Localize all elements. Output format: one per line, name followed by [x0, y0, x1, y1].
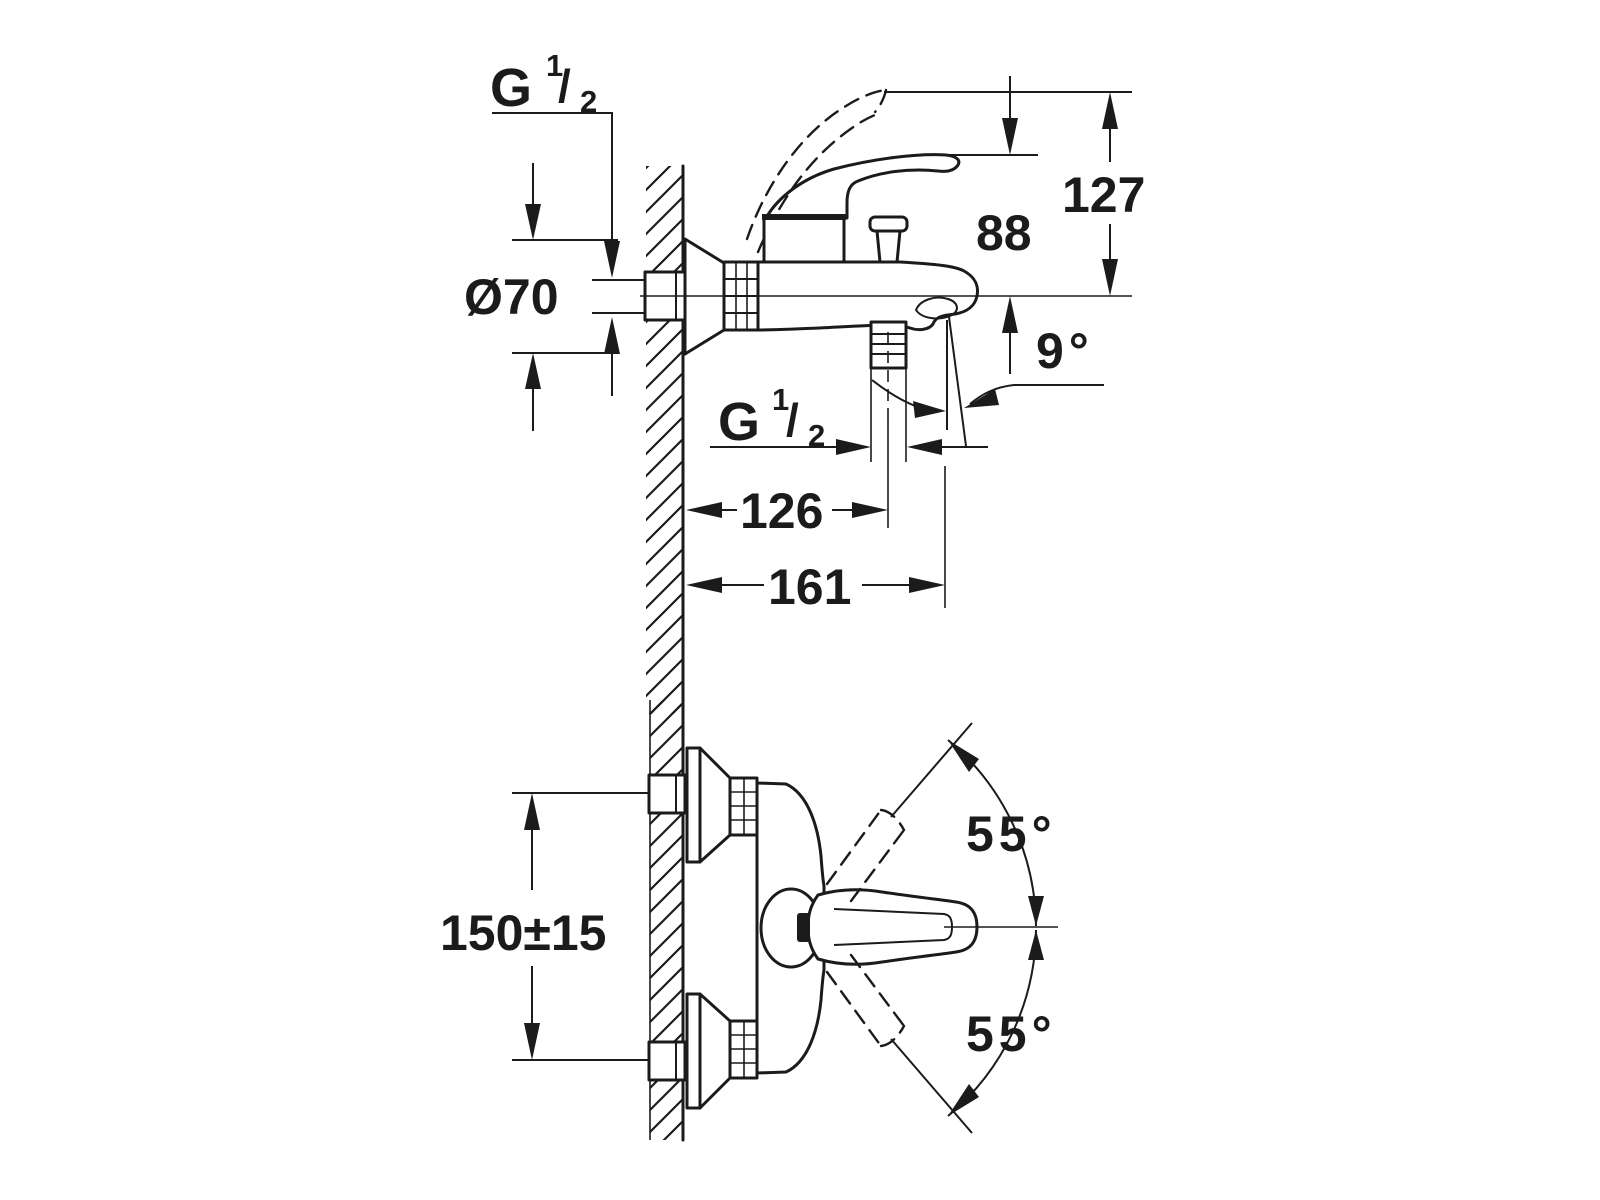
dim-depths: 126 161 — [686, 466, 946, 615]
dim-55up-label: 55° — [966, 806, 1057, 862]
dim-swing-up: 55° — [890, 722, 1057, 927]
spout-mouth — [914, 296, 958, 320]
dim-127-label: 127 — [1062, 167, 1145, 223]
g-half-hose-sub: 2 — [808, 418, 825, 453]
g-half-wall-sup: 1 — [546, 48, 563, 83]
dim-swing-down: 55° — [890, 929, 1057, 1134]
dim-9deg-label: 9° — [1036, 323, 1094, 379]
g-half-wall-label: G — [490, 58, 532, 118]
dim-spout-angle: 9° — [871, 316, 1104, 447]
dim-inlet-spacing: 150±15 — [440, 793, 606, 1060]
g-half-hose-slash: / — [786, 394, 799, 446]
plan-view: 55° 55° 150±15 — [440, 698, 1058, 1142]
escutcheon-top-plan — [698, 746, 732, 864]
side-view: G 1 / 2 Ø70 88 — [464, 48, 1145, 716]
lever-swivel-down-dashed — [825, 953, 906, 1048]
dim-88-label: 88 — [976, 205, 1032, 261]
dim-126-label: 126 — [740, 483, 823, 539]
cartridge-housing-side — [762, 214, 846, 264]
wall-section-side — [646, 164, 685, 716]
wall-hatch-side — [646, 166, 683, 714]
hex-nut-top-plan — [647, 773, 687, 815]
escutcheon-bottom-plan — [698, 992, 732, 1110]
lever-handle-side — [764, 153, 961, 220]
lever-slot — [797, 913, 810, 942]
g-half-wall-slash: / — [558, 60, 571, 112]
g-half-wall-sub: 2 — [580, 84, 597, 119]
dim-55down-label: 55° — [966, 1006, 1057, 1062]
g-half-hose-sup: 1 — [772, 382, 789, 417]
union-top-plan — [647, 746, 759, 864]
diverter-knob — [868, 215, 909, 264]
lever-swivel-up-dashed — [825, 808, 906, 903]
dim-g-half-hose: G 1 / 2 — [710, 382, 988, 455]
dim-150-label: 150±15 — [440, 905, 606, 961]
dim-161-label: 161 — [768, 559, 851, 615]
hose-outlet — [869, 320, 908, 528]
hex-nut-bottom-plan — [647, 1040, 687, 1082]
dim-g-half-wall: G 1 / 2 — [490, 48, 620, 396]
dia-70-label: Ø70 — [464, 269, 559, 325]
g-half-hose-label: G — [718, 392, 760, 452]
dim-heights: 88 127 — [884, 76, 1145, 374]
dim-diameter-70: Ø70 — [464, 163, 618, 431]
